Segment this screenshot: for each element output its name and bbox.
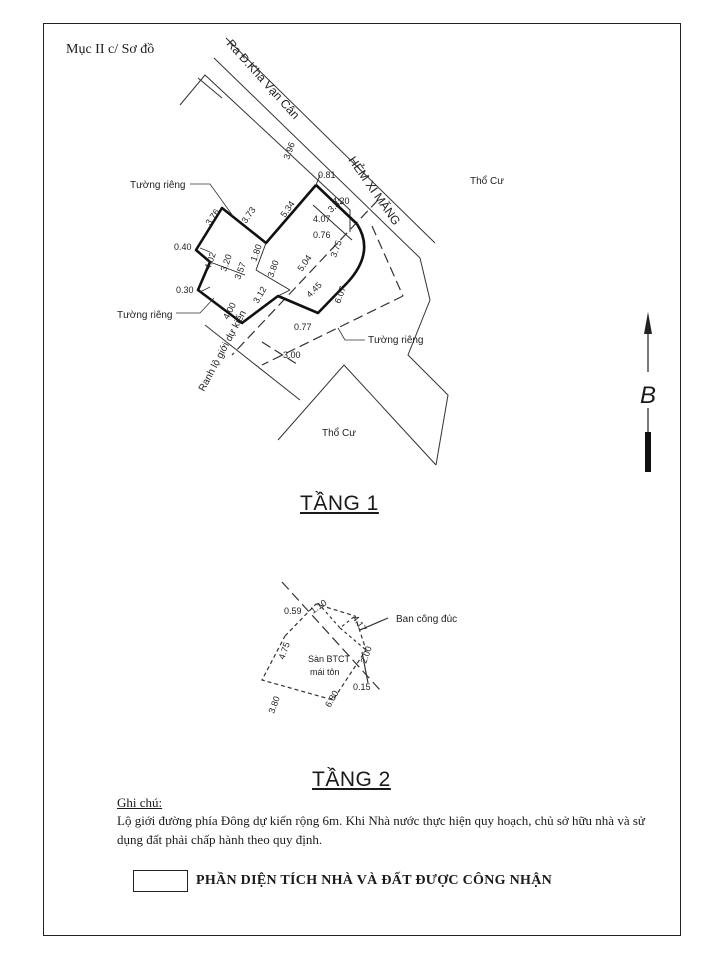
floor1-title: TẦNG 1 [300, 492, 379, 515]
floor2-outline [261, 581, 389, 701]
wall-top-label: Tường riêng [130, 180, 186, 191]
setback-label: Ranh lộ giới dự kiến [196, 308, 249, 393]
dim-label: 1.10 [308, 597, 328, 615]
slab-label-line2: mái tôn [310, 667, 340, 677]
dim-label: 4.02 [202, 251, 217, 271]
alley-label: HẺM XI MĂNG [346, 153, 405, 228]
dim-label: 4.45 [304, 280, 323, 299]
section-header: Mục II c/ Sơ đồ [66, 42, 155, 57]
dim-label: 0.81 [318, 170, 336, 180]
dim-label: 3.76 [203, 207, 221, 227]
dimensions-floor1: 3.96 0.81 4.20 3.81 4.07 0.76 3.75 3.76 … [174, 141, 350, 360]
balcony-label: Ban công đúc [396, 614, 457, 625]
wall-bottom-label: Tường riêng [368, 335, 424, 346]
legend-text: PHẦN DIỆN TÍCH NHÀ VÀ ĐẤT ĐƯỢC CÔNG NHẬN [196, 873, 553, 888]
dim-label: 3.80 [266, 695, 281, 715]
legend-swatch [133, 870, 188, 892]
north-arrow-icon [644, 312, 652, 472]
setback-line [231, 199, 404, 367]
neighbor-boundaries [204, 257, 449, 466]
dim-label: 6.07 [332, 285, 347, 305]
north-label: B [640, 382, 657, 409]
alley-edges [179, 37, 436, 259]
dim-label: 0.15 [353, 682, 371, 692]
note-body: Lộ giới đường phía Đông dự kiến rộng 6m.… [117, 813, 645, 847]
note-heading: Ghi chú: [117, 795, 163, 810]
dim-label: 0.59 [284, 606, 302, 616]
interior-lines-floor1 [209, 174, 353, 297]
wall-left-label: Tường riêng [117, 310, 173, 321]
dim-label: 4.07 [313, 214, 331, 224]
dim-label: 3.57 [232, 261, 247, 281]
neighbor-bottom-label: Thổ Cư [322, 427, 356, 439]
leader-lines [176, 183, 365, 341]
dim-label: 3.80 [265, 259, 280, 279]
dim-label: 2.00 [358, 645, 373, 665]
dim-label: 3.12 [251, 285, 268, 305]
dim-label: 0.30 [176, 285, 194, 295]
dim-label: 1.80 [248, 243, 263, 263]
building-outline-floor1 [194, 184, 366, 325]
floor2-title: TẦNG 2 [312, 768, 391, 791]
dim-label: 4.17 [350, 613, 368, 633]
dim-label: 4.75 [276, 641, 291, 661]
neighbor-right-label: Thổ Cư [470, 175, 504, 187]
dim-label: 3.96 [281, 141, 296, 161]
dim-label: 0.77 [294, 322, 312, 332]
dim-label: 3.75 [328, 239, 343, 259]
dim-label: 3.00 [283, 350, 301, 360]
dim-label: 5.04 [295, 253, 313, 273]
drawing-frame [43, 23, 681, 936]
dim-label: 3.73 [239, 205, 257, 225]
dim-label: 0.76 [313, 230, 331, 240]
dim-label: 4.20 [332, 196, 350, 206]
slab-label-line1: Sàn BTCT [308, 654, 351, 664]
dim-label: 0.40 [174, 242, 192, 252]
